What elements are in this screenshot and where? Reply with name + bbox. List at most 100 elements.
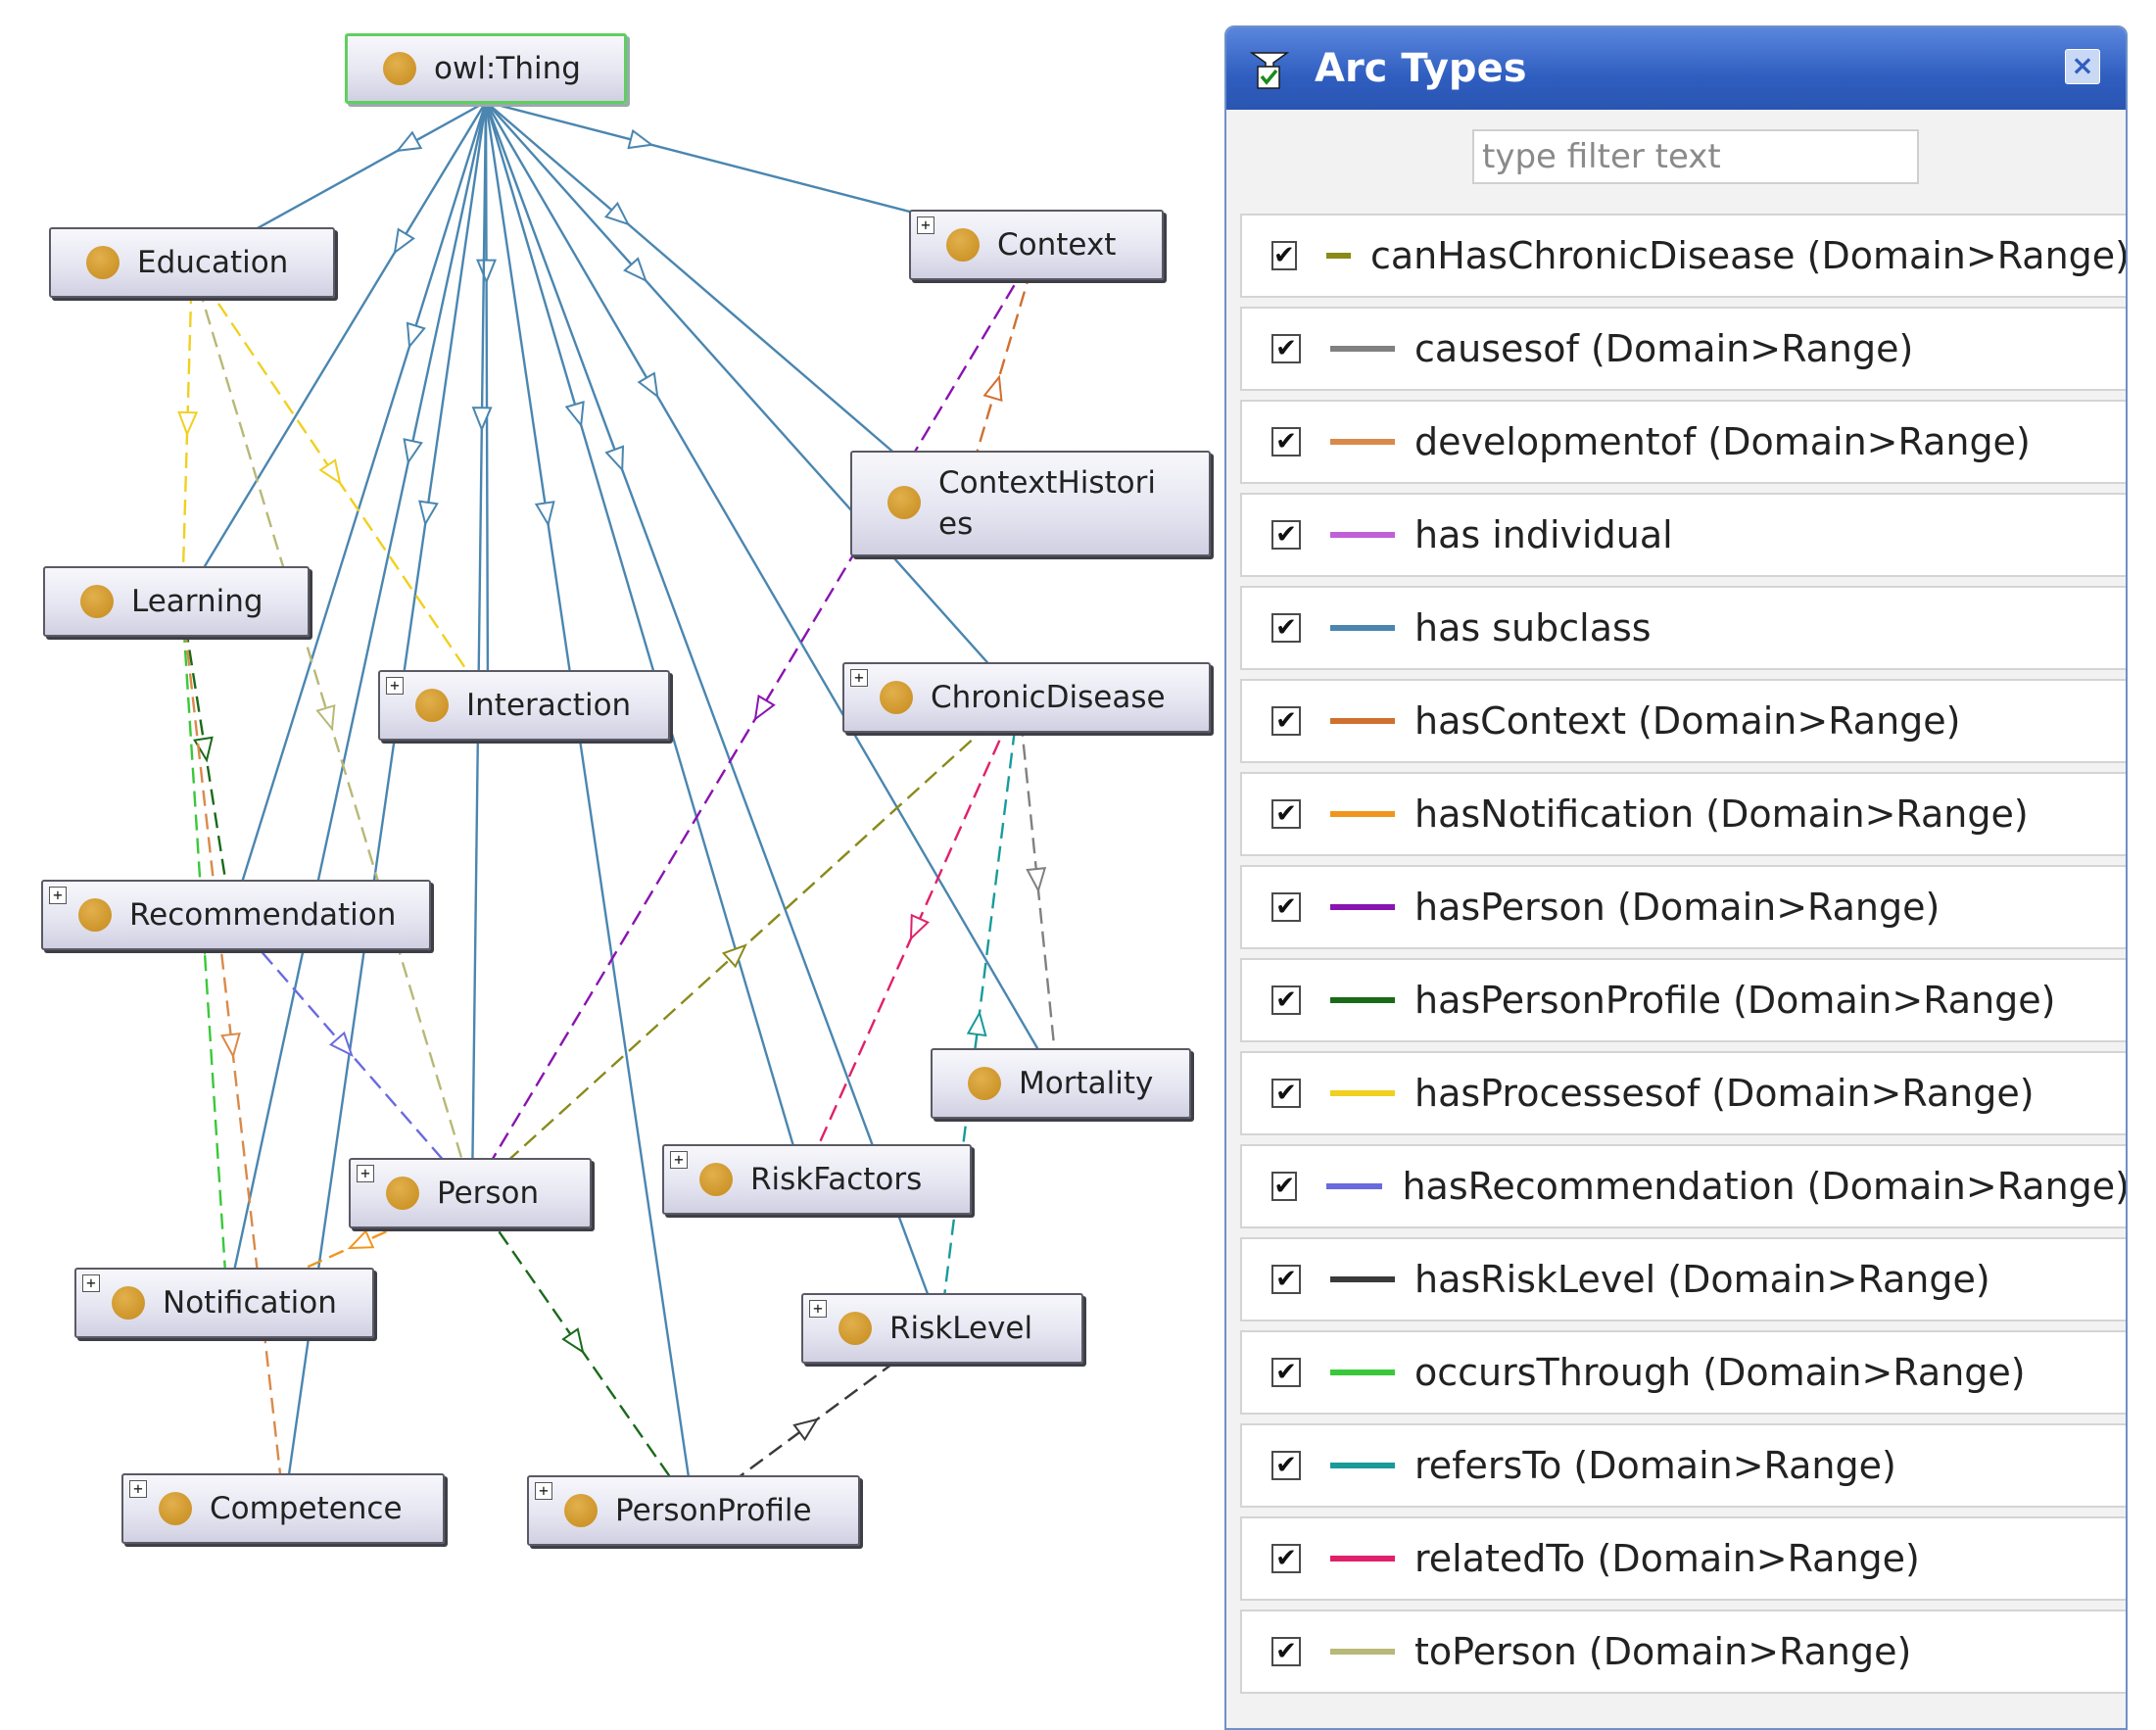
arc-type-row[interactable]: ✔canHasChronicDisease (Domain>Range) [1240, 214, 2126, 298]
arc-type-checkbox[interactable]: ✔ [1271, 706, 1301, 736]
node-education[interactable]: Education [49, 227, 335, 298]
arc-arrowhead [220, 1032, 241, 1059]
expand-icon[interactable]: + [82, 1274, 100, 1292]
close-icon[interactable]: × [2065, 49, 2100, 84]
node-mortality[interactable]: Mortality [931, 1048, 1191, 1119]
expand-icon[interactable]: + [809, 1300, 827, 1318]
node-label: Person [437, 1176, 540, 1211]
node-competence[interactable]: + Competence [121, 1473, 445, 1544]
expand-icon[interactable]: + [357, 1165, 374, 1182]
panel-header: Arc Types × [1226, 27, 2126, 110]
arc-type-checkbox[interactable]: ✔ [1271, 241, 1297, 270]
arc-edge [470, 101, 488, 1194]
arc-type-checkbox[interactable]: ✔ [1271, 1358, 1301, 1387]
arc-edge [180, 101, 488, 604]
arc-arrowhead [1026, 867, 1047, 893]
arc-type-checkbox[interactable]: ✔ [1271, 1079, 1301, 1108]
arc-edge [484, 101, 490, 702]
arc-type-row[interactable]: ✔has individual [1240, 493, 2126, 577]
arc-arrowhead [721, 943, 747, 969]
arc-type-checkbox[interactable]: ✔ [1271, 520, 1301, 550]
node-label: ChronicDisease [931, 680, 1166, 715]
arc-color-swatch [1330, 1463, 1395, 1468]
arc-type-row[interactable]: ✔hasPersonProfile (Domain>Range) [1240, 958, 2126, 1042]
arc-arrowhead [604, 445, 625, 473]
arc-type-checkbox[interactable]: ✔ [1271, 1265, 1301, 1294]
arc-edge [484, 101, 1060, 1084]
arc-color-swatch [1330, 1276, 1395, 1282]
arc-color-swatch [1330, 1556, 1395, 1562]
class-icon [383, 52, 416, 85]
expand-icon[interactable]: + [386, 677, 404, 695]
arc-type-row[interactable]: ✔developmentof (Domain>Range) [1240, 400, 2126, 484]
arc-type-row[interactable]: ✔relatedTo (Domain>Range) [1240, 1516, 2126, 1601]
arc-arrowhead [193, 736, 214, 763]
arc-type-row[interactable]: ✔ hasContext (Domain>Range) [1240, 679, 2126, 763]
arc-arrowhead [476, 259, 498, 285]
expand-icon[interactable]: + [850, 669, 868, 687]
arc-type-label: hasContext (Domain>Range) [1414, 699, 1961, 743]
node-label: Competence [210, 1491, 403, 1526]
arc-arrowhead [982, 374, 1003, 403]
arc-arrowhead [792, 1418, 820, 1442]
class-icon [946, 228, 980, 262]
arc-type-checkbox[interactable]: ✔ [1271, 613, 1301, 643]
node-context[interactable]: + Context [909, 210, 1164, 280]
node-riskfactors[interactable]: + RiskFactors [662, 1144, 972, 1215]
expand-icon[interactable]: + [129, 1480, 147, 1498]
arc-type-row[interactable]: ✔occursThrough (Domain>Range) [1240, 1330, 2126, 1415]
arc-type-label: refersTo (Domain>Range) [1414, 1444, 1896, 1487]
arc-edge [484, 101, 695, 1512]
node-contexthistories[interactable]: ContextHistories [850, 451, 1211, 556]
arc-type-row[interactable]: ✔toPerson (Domain>Range) [1240, 1610, 2126, 1694]
node-interaction[interactable]: + Interaction [378, 670, 670, 741]
node-label: Mortality [1019, 1066, 1154, 1101]
arc-edge [471, 697, 1020, 1194]
arc-arrowhead [753, 694, 776, 722]
arc-color-swatch [1330, 904, 1395, 910]
arc-type-checkbox[interactable]: ✔ [1271, 799, 1301, 829]
node-notification[interactable]: + Notification [74, 1268, 374, 1338]
arc-type-checkbox[interactable]: ✔ [1271, 892, 1301, 922]
arc-type-row[interactable]: ✔ refersTo (Domain>Range) [1240, 1423, 2126, 1508]
node-chronicdisease[interactable]: + ChronicDisease [842, 662, 1211, 733]
node-owl-thing[interactable]: owl:Thing [345, 33, 627, 104]
class-icon [699, 1163, 733, 1196]
arc-arrowhead [561, 1327, 585, 1355]
filter-checkbox-icon [1250, 52, 1289, 89]
type-filter-input[interactable] [1472, 129, 1919, 184]
arc-edge [484, 101, 805, 1180]
arc-arrowhead [403, 438, 423, 465]
node-recommendation[interactable]: + Recommendation [41, 880, 431, 950]
class-icon [80, 585, 114, 618]
arc-type-row[interactable]: ✔hasRiskLevel (Domain>Range) [1240, 1237, 2126, 1322]
node-person[interactable]: + Person [349, 1158, 592, 1228]
arc-color-swatch [1330, 997, 1395, 1003]
node-risklevel[interactable]: + RiskLevel [801, 1293, 1083, 1364]
arc-type-row[interactable]: ✔hasPerson (Domain>Range) [1240, 865, 2126, 949]
expand-icon[interactable]: + [535, 1482, 552, 1500]
arc-type-checkbox[interactable]: ✔ [1271, 1172, 1298, 1201]
arc-arrowhead [406, 321, 426, 350]
arc-type-checkbox[interactable]: ✔ [1271, 985, 1301, 1015]
arc-type-checkbox[interactable]: ✔ [1271, 1544, 1301, 1573]
arc-type-row[interactable]: ✔has subclass [1240, 586, 2126, 670]
arc-type-checkbox[interactable]: ✔ [1271, 334, 1301, 363]
node-learning[interactable]: Learning [43, 566, 310, 637]
arc-type-row[interactable]: ✔causesof (Domain>Range) [1240, 307, 2126, 391]
arc-arrowhead [637, 371, 659, 399]
expand-icon[interactable]: + [670, 1151, 688, 1169]
arc-type-row[interactable]: ✔hasRecommendation (Domain>Range) [1240, 1144, 2126, 1228]
arc-type-checkbox[interactable]: ✔ [1271, 427, 1301, 457]
arc-type-checkbox[interactable]: ✔ [1271, 1451, 1301, 1480]
node-personprofile[interactable]: + PersonProfile [527, 1475, 860, 1546]
arc-type-checkbox[interactable]: ✔ [1271, 1637, 1301, 1666]
expand-icon[interactable]: + [49, 887, 67, 904]
arc-type-row[interactable]: ✔hasNotification (Domain>Range) [1240, 772, 2126, 856]
node-label: Notification [163, 1285, 337, 1321]
arc-type-row[interactable]: ✔hasProcessesof (Domain>Range) [1240, 1051, 2126, 1135]
class-icon [415, 689, 449, 722]
class-icon [968, 1067, 1001, 1100]
expand-icon[interactable]: + [917, 216, 934, 234]
